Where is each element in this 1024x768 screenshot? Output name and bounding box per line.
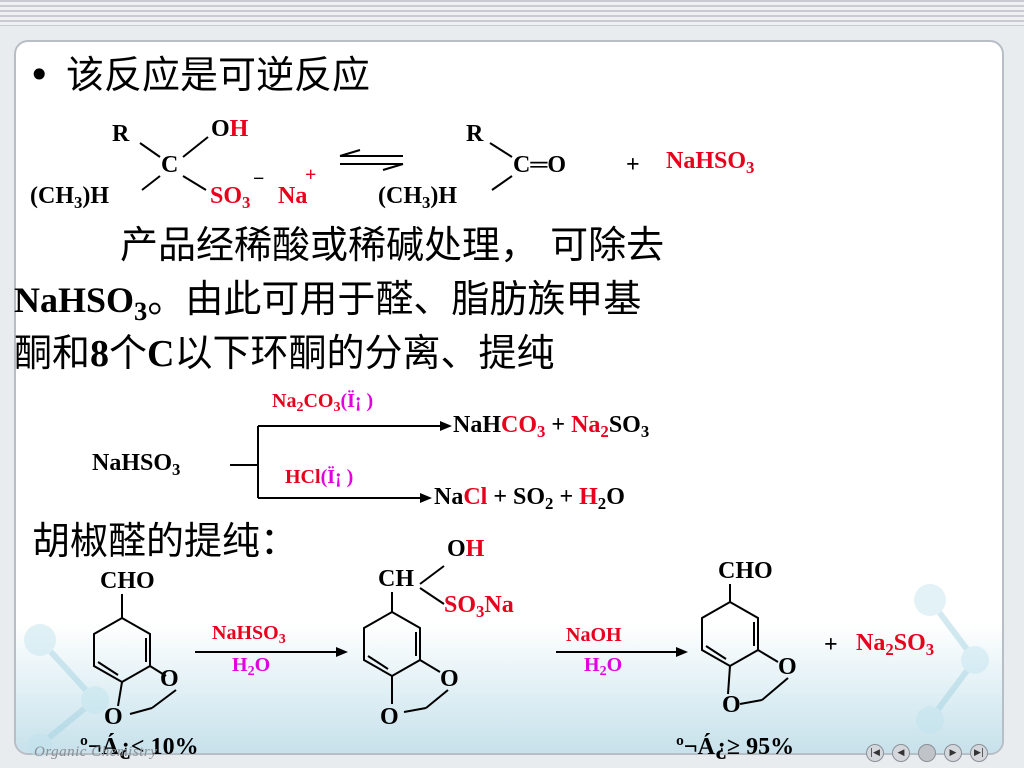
mol1-cho: CHO [100,568,155,594]
nav-last-button[interactable]: ▶| [970,744,988,762]
carbonyl-group: C═O [513,152,567,178]
mol1-oxygen-b: O [104,704,123,730]
adduct-minus-charge: − [253,168,265,190]
reagent-1-top: NaHSO3 [212,622,286,648]
branch-reactant: NaHSO3 [92,450,181,480]
adduct-plus-charge: + [305,164,317,186]
adduct-r-group: R [112,121,130,147]
piperonal-heading: 胡椒醛的提纯： [32,519,299,563]
mol2-oxygen-b: O [380,704,399,730]
product-plus: + [824,632,838,658]
mol3-oxygen-b: O [722,692,741,718]
mol1-oxygen-a: O [160,666,179,692]
nav-first-button[interactable]: |◀ [866,744,884,762]
adduct-ch3h-group: (CH3)H [30,183,110,213]
mol2-ch: CH [378,566,414,592]
carbonyl-ch3h-group: (CH3)H [378,183,458,213]
adduct-sodium: Na [278,183,308,209]
slide-panel [14,40,1004,755]
paragraph-line-1: 产品经稀酸或稀碱处理， 可除去 [120,223,665,267]
upper-products: NaHCO3 + Na2SO3 [453,412,650,442]
nav-previous-button[interactable]: ◀ [892,744,910,762]
mol3-oxygen-a: O [778,654,797,680]
purity-before-label: º¬Á¿< 10% [80,734,199,760]
adduct-carbon: C [161,152,179,178]
mol2-hydroxyl: OH [447,536,485,562]
adduct-sulfonate: SO3 [210,183,251,213]
mol3-cho: CHO [718,558,773,584]
upper-reagent: Na2CO3(Ï¡ ) [272,390,374,416]
top-decorative-stripes [0,0,1024,26]
footer-watermark: Organic Chemistry [34,744,158,760]
paragraph-line-3: 酮和8个C以下环酮的分离、提纯 [14,331,555,375]
equilibrium-plus: + [626,152,640,178]
equilibrium-nahso3: NaHSO3 [666,148,755,178]
reagent-2-top: NaOH [566,624,622,646]
molecule-background-decoration [16,623,1002,753]
mol2-oxygen-a: O [440,666,459,692]
mol2-sulfonate: SO3Na [444,592,514,622]
reagent-2-bottom: H2O [584,654,623,680]
lower-reagent: HCl(Ï¡ ) [285,466,354,488]
carbonyl-r-group: R [466,121,484,147]
bullet-point: • [28,53,51,97]
lower-products: NaCl + SO2 + H2O [434,484,625,514]
product-sodium-sulfite: Na2SO3 [856,630,935,660]
nav-next-button[interactable]: ▶ [944,744,962,762]
reagent-1-bottom: H2O [232,654,271,680]
purity-after-label: º¬Á¿≥ 95% [676,734,795,760]
paragraph-line-2: NaHSO3。由此可用于醛、脂肪族甲基 [14,277,642,326]
nav-menu-button[interactable] [918,744,936,762]
slide-title: 该反应是可逆反应 [66,53,371,97]
adduct-hydroxyl: OH [211,116,249,142]
